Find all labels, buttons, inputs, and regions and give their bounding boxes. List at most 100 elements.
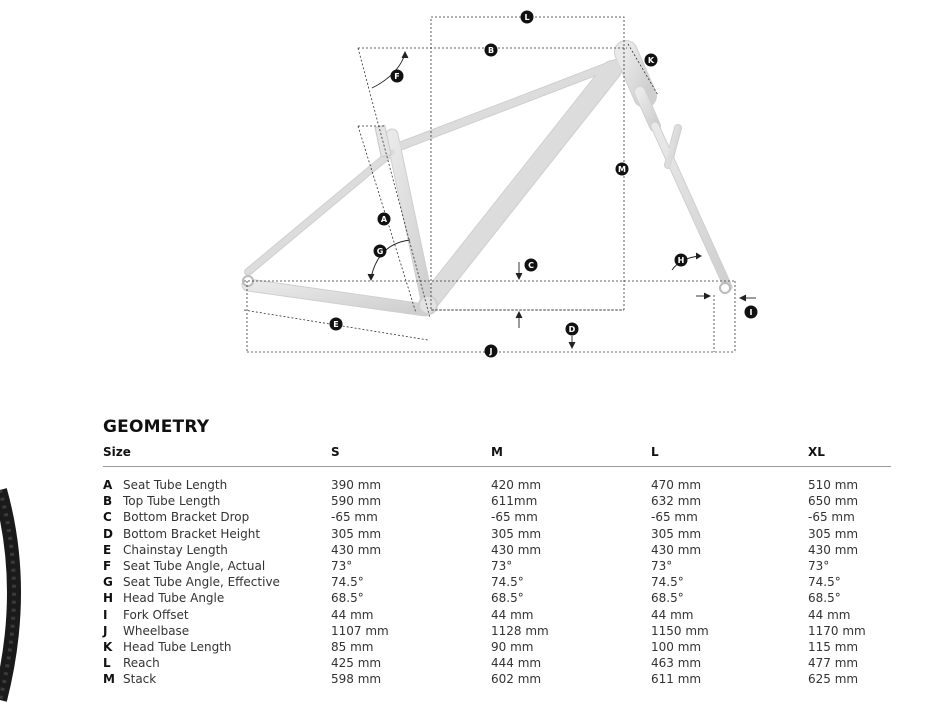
row-letter: K (103, 639, 113, 654)
row-label: Bottom Bracket Drop (123, 510, 250, 525)
cell-s: 68.5° (331, 591, 364, 606)
cell-l: 73° (651, 558, 673, 573)
svg-text:H: H (678, 256, 685, 265)
cell-xl: 625 mm (808, 672, 859, 687)
tire-partial-image (0, 488, 21, 702)
marker-b: B (484, 43, 498, 57)
cell-s: 73° (331, 558, 353, 573)
svg-text:B: B (488, 46, 494, 55)
cell-s: 44 mm (331, 607, 374, 622)
cell-l: 68.5° (651, 591, 684, 606)
table-row: D Bottom Bracket Height 305 mm 305 mm 305 mm… (103, 526, 891, 542)
svg-text:I: I (750, 308, 753, 317)
row-letter: L (103, 656, 111, 671)
svg-text:M: M (618, 165, 626, 174)
cell-s: 590 mm (331, 494, 382, 509)
marker-f: F (390, 69, 404, 83)
cell-m: 444 mm (491, 656, 542, 671)
row-label: Chainstay Length (123, 542, 228, 557)
table-row: G Seat Tube Angle, Effective 74.5° 74.5° 74.… (103, 574, 891, 590)
svg-text:C: C (528, 261, 534, 270)
marker-k: K (644, 53, 658, 67)
row-letter: G (103, 575, 113, 590)
cell-l: 463 mm (651, 656, 702, 671)
cell-l: 1150 mm (651, 623, 709, 638)
cell-s: 425 mm (331, 656, 382, 671)
cell-m: 305 mm (491, 526, 542, 541)
cell-xl: -65 mm (808, 510, 855, 525)
row-letter: H (103, 591, 114, 606)
svg-text:G: G (377, 247, 384, 256)
marker-e: E (329, 317, 343, 331)
cell-l: 44 mm (651, 607, 694, 622)
cell-m: 44 mm (491, 607, 534, 622)
cell-xl: 44 mm (808, 607, 851, 622)
header-xl: XL (808, 445, 825, 459)
header-l: L (651, 445, 659, 459)
row-label: Head Tube Angle (123, 591, 225, 606)
row-label: Seat Tube Length (123, 478, 228, 492)
row-label: Wheelbase (123, 623, 190, 638)
cell-l: 430 mm (651, 542, 702, 557)
geometry-title: GEOMETRY (103, 417, 210, 437)
header-m: M (491, 445, 503, 459)
cell-m: 602 mm (491, 672, 542, 687)
cell-m: -65 mm (491, 510, 538, 525)
svg-text:D: D (569, 325, 576, 334)
cell-s: 430 mm (331, 542, 382, 557)
marker-m: M (615, 162, 629, 176)
row-label: Head Tube Length (123, 639, 232, 654)
dimension-lines (243, 16, 736, 353)
row-letter: C (103, 510, 112, 525)
svg-text:A: A (381, 215, 388, 224)
row-label: Stack (123, 672, 157, 687)
cell-xl: 1170 mm (808, 623, 866, 638)
cell-s: 305 mm (331, 526, 382, 541)
cell-s: 74.5° (331, 575, 364, 590)
cell-s: 390 mm (331, 478, 382, 492)
cell-m: 430 mm (491, 542, 542, 557)
svg-text:L: L (524, 13, 529, 22)
cell-l: 100 mm (651, 639, 702, 654)
cell-m: 74.5° (491, 575, 524, 590)
cell-xl: 74.5° (808, 575, 841, 590)
cell-l: -65 mm (651, 510, 698, 525)
cell-xl: 650 mm (808, 494, 859, 509)
svg-text:K: K (648, 56, 655, 65)
marker-g: G (373, 244, 387, 258)
marker-d: D (565, 322, 579, 336)
cell-xl: 73° (808, 558, 830, 573)
header-s: S (331, 445, 340, 459)
cell-xl: 115 mm (808, 639, 859, 654)
cell-s: 1107 mm (331, 623, 389, 638)
row-label: Seat Tube Angle, Effective (123, 575, 280, 590)
row-letter: D (103, 526, 113, 541)
row-label: Bottom Bracket Height (123, 526, 261, 541)
header-size: Size (103, 445, 131, 459)
cell-m: 73° (491, 558, 513, 573)
cell-m: 68.5° (491, 591, 524, 606)
row-letter: M (103, 672, 115, 687)
cell-s: 85 mm (331, 639, 374, 654)
cell-l: 611 mm (651, 672, 702, 687)
row-letter: B (103, 494, 113, 509)
row-letter: F (103, 558, 112, 573)
row-letter: A (103, 478, 113, 492)
row-letter: E (103, 542, 112, 557)
svg-text:E: E (333, 320, 338, 329)
cell-xl: 477 mm (808, 656, 859, 671)
cell-l: 470 mm (651, 478, 702, 492)
marker-c: C (524, 258, 538, 272)
cell-xl: 305 mm (808, 526, 859, 541)
